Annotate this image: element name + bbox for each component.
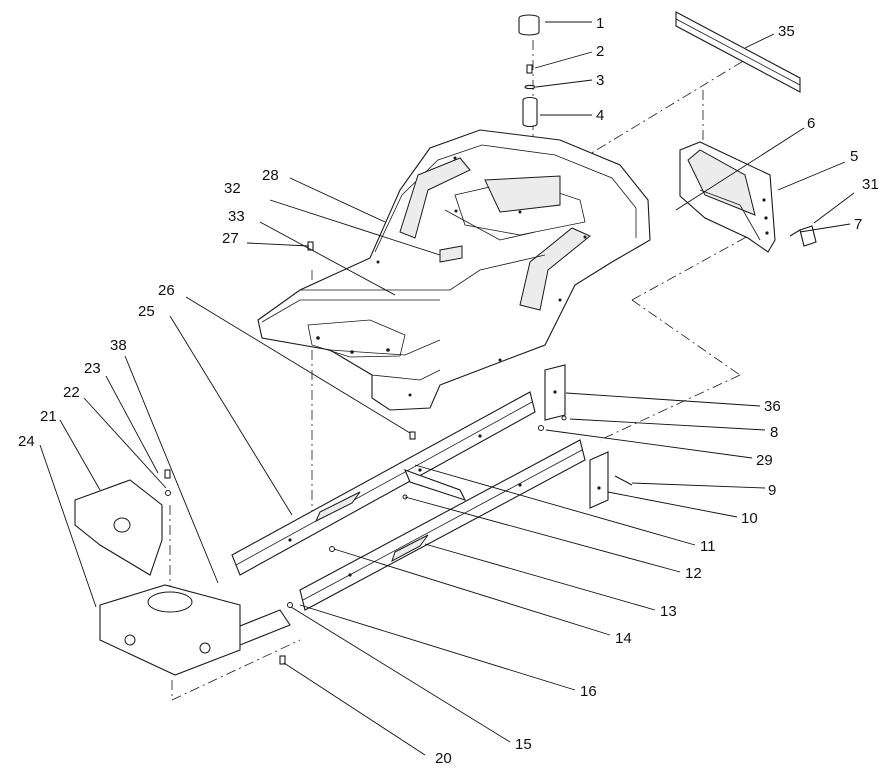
callout-23: 23 — [84, 360, 101, 377]
callout-12: 12 — [685, 565, 702, 582]
callout-32: 32 — [224, 180, 241, 197]
frame-rail-left — [231, 391, 536, 576]
callout-8: 8 — [770, 424, 778, 441]
bolt-7 — [789, 229, 801, 237]
callout-6: 6 — [807, 115, 815, 132]
callout-27: 27 — [222, 230, 239, 247]
callout-20: 20 — [435, 750, 452, 767]
callout-31: 31 — [862, 176, 879, 193]
callout-38: 38 — [110, 337, 127, 354]
callout-labels: 1 2 3 4 35 6 5 31 7 28 32 33 27 26 25 38… — [18, 15, 879, 767]
callout-13: 13 — [660, 603, 677, 620]
engine-shroud-21 — [74, 479, 163, 576]
callout-7: 7 — [854, 216, 862, 233]
bracket-10 — [589, 451, 609, 509]
upper-bracket-strip — [675, 11, 801, 93]
callout-9: 9 — [768, 482, 776, 499]
frame-rail-right — [299, 439, 586, 611]
knob-assembly — [518, 14, 540, 128]
callout-29: 29 — [756, 452, 773, 469]
fender-deck-body — [257, 129, 651, 411]
callout-3: 3 — [596, 72, 604, 89]
callout-1: 1 — [596, 15, 604, 32]
callout-4: 4 — [596, 107, 604, 124]
callout-24: 24 — [18, 433, 35, 450]
callout-22: 22 — [63, 384, 80, 401]
bracket-36 — [544, 364, 566, 421]
callout-36: 36 — [764, 398, 781, 415]
callout-10: 10 — [741, 510, 758, 527]
callout-21: 21 — [40, 408, 57, 425]
callout-2: 2 — [596, 43, 604, 60]
callout-5: 5 — [850, 148, 858, 165]
callout-11: 11 — [700, 538, 716, 555]
callout-16: 16 — [580, 683, 597, 700]
mounting-plate-24 — [99, 584, 241, 676]
decal-plate — [799, 225, 817, 247]
leader-lines — [39, 21, 855, 756]
callout-15: 15 — [515, 736, 532, 753]
callout-35: 35 — [778, 23, 795, 40]
rear-hitch-bracket — [679, 141, 776, 253]
callout-33: 33 — [228, 208, 245, 225]
callout-14: 14 — [615, 630, 632, 647]
callout-25: 25 — [138, 303, 155, 320]
callout-28: 28 — [262, 167, 279, 184]
callout-26: 26 — [158, 282, 175, 299]
